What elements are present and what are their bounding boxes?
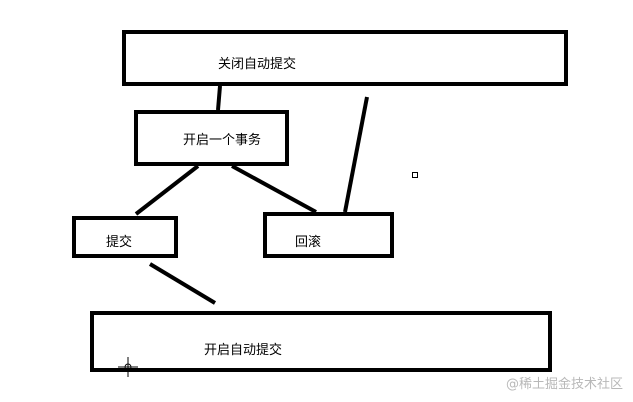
edge-top-to-rollback xyxy=(343,96,369,213)
node-label: 提交 xyxy=(106,235,133,250)
node-label: 关闭自动提交 xyxy=(218,57,297,72)
crosshair-cursor-icon xyxy=(118,357,138,377)
edge-top-to-transaction xyxy=(216,85,222,111)
node-enable-autocommit: 开启自动提交 xyxy=(90,311,552,372)
node-start-transaction: 开启一个事务 xyxy=(134,110,289,166)
edge-transaction-to-rollback xyxy=(231,164,317,214)
edge-commit-to-bottom xyxy=(148,262,217,305)
edge-transaction-to-commit xyxy=(134,164,200,216)
node-label: 回滚 xyxy=(295,235,322,250)
watermark-text: @稀土掘金技术社区 xyxy=(505,377,623,392)
node-label: 开启一个事务 xyxy=(183,133,262,148)
node-rollback: 回滚 xyxy=(263,212,394,258)
node-commit: 提交 xyxy=(72,216,178,258)
stray-square-mark xyxy=(412,172,418,178)
node-disable-autocommit: 关闭自动提交 xyxy=(122,30,568,86)
node-label: 开启自动提交 xyxy=(204,343,283,358)
